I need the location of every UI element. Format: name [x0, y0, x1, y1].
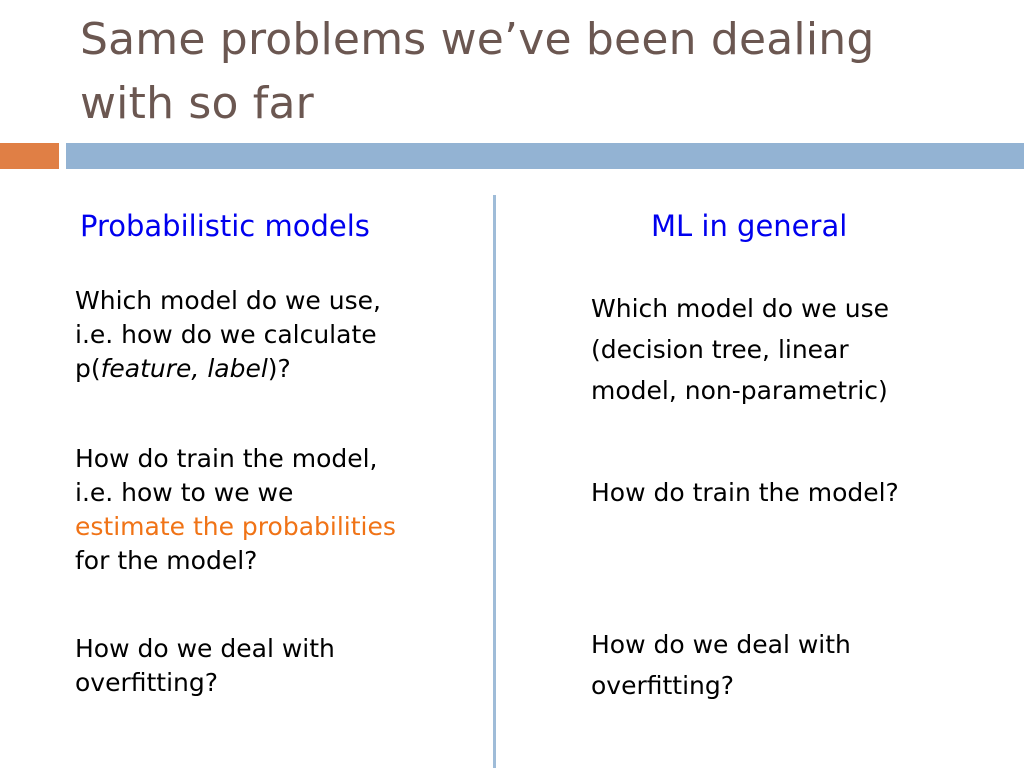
right-item-overfitting: How do we deal with overfitting?	[591, 630, 851, 700]
left-item-model-choice: Which model do we use, i.e. how do we ca…	[75, 286, 381, 383]
highlighted-phrase: estimate the probabilities	[75, 512, 396, 541]
right-column-heading: ML in general	[651, 209, 848, 243]
column-divider	[493, 195, 496, 768]
right-item-model-choice: Which model do we use (decision tree, li…	[591, 294, 889, 405]
slide-title-line-2: with so far	[80, 78, 314, 129]
italic-formula-args: feature, label	[100, 354, 268, 383]
accent-bar-orange	[0, 143, 59, 169]
slide-title-line-1: Same problems we’ve been dealing	[80, 14, 875, 65]
left-item-training: How do train the model, i.e. how to we w…	[75, 444, 396, 575]
left-item-overfitting: How do we deal with overfitting?	[75, 634, 335, 697]
slide-title: Same problems we’ve been dealing with so…	[80, 8, 980, 136]
left-column-heading: Probabilistic models	[80, 209, 370, 243]
accent-bar-blue	[66, 143, 1024, 169]
right-item-training: How do train the model?	[591, 478, 899, 507]
